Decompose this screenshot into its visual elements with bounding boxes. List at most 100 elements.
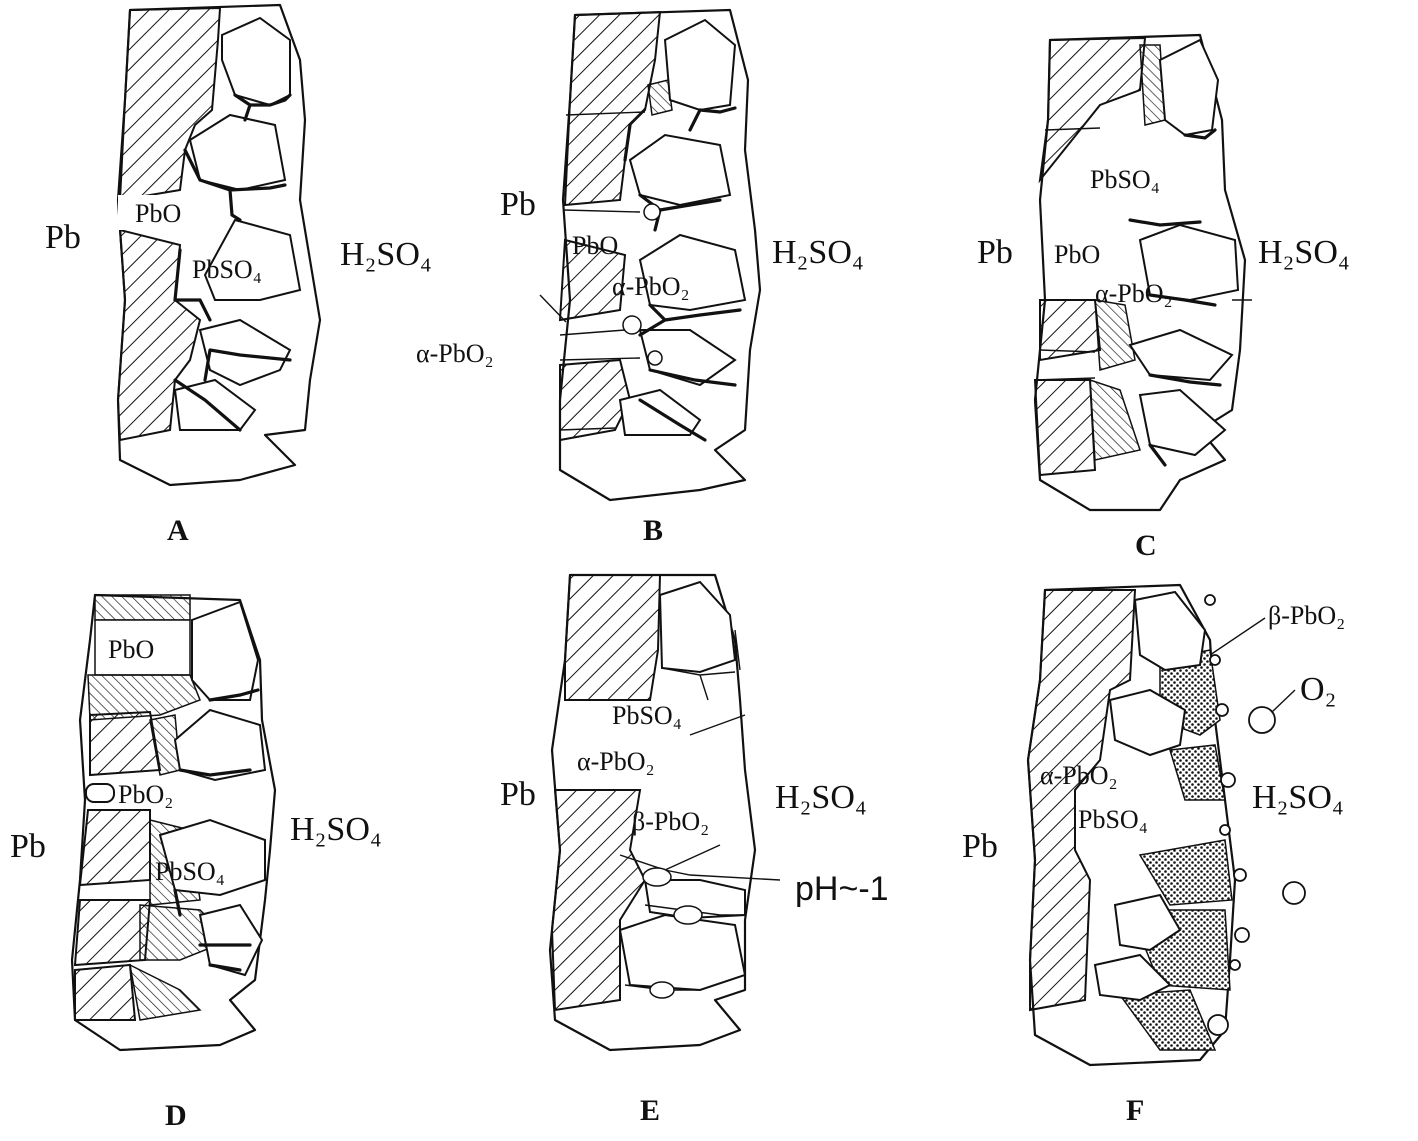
panel-a-grain-boundaries — [173, 93, 292, 432]
panel-e-pore-2 — [618, 913, 747, 992]
panel-f-electrolyte-label: H₂SO₄ — [1252, 779, 1344, 816]
panel-b: Pb H₂SO₄ PbO α-PbO₂ α-PbO₂ B — [416, 8, 864, 547]
panel-f-bubble — [1233, 868, 1247, 882]
panel-e-metal-lower — [550, 789, 647, 1012]
panel-f-label-1: β-PbO₂ — [1268, 601, 1345, 630]
panel-b-node-3 — [647, 350, 663, 366]
panel-b-oxide-patch — [647, 79, 673, 116]
panel-a-electrolyte-label: H₂SO₄ — [340, 236, 432, 273]
panel-a-letter: A — [167, 514, 189, 547]
panel-f-bubble — [1219, 824, 1231, 836]
panel-d-top-oxide — [94, 594, 191, 621]
panel-f-bubble — [1220, 772, 1236, 788]
panel-f-o2-bubble — [1248, 706, 1276, 734]
panel-c-label-3: α-PbO₂ — [1095, 279, 1173, 308]
panel-c-electrolyte-label: H₂SO₄ — [1258, 234, 1350, 271]
panel-a-pore-2 — [188, 113, 287, 192]
panel-f-leader-lines — [1209, 617, 1296, 713]
panel-d-metal-2 — [78, 809, 151, 887]
panel-d-outline — [70, 593, 277, 1052]
panel-b-letter: B — [643, 514, 663, 547]
panel-c-label-1: PbSO₄ — [1090, 165, 1160, 194]
panel-d-grain-boundaries — [173, 688, 260, 972]
panel-d-electrolyte-label: H₂SO₄ — [290, 811, 382, 848]
panel-d-label-1: PbO — [108, 635, 154, 664]
panel-f-label-3: α-PbO₂ — [1040, 761, 1118, 790]
panel-c-label-2: PbO — [1054, 240, 1100, 269]
panel-b-pore-4 — [638, 329, 737, 387]
panel-f-dense-2 — [1169, 744, 1226, 801]
panel-f-metal — [1026, 589, 1137, 1012]
panel-b-electrolyte-label: H₂SO₄ — [772, 234, 864, 271]
panel-e-pore-1 — [658, 580, 737, 674]
panel-d-pbo2-tag — [85, 783, 115, 803]
panel-a-pore-4 — [198, 318, 292, 387]
panel-c-metal-upper — [1038, 36, 1147, 184]
panel-f-letter: F — [1126, 1094, 1144, 1127]
panel-d-letter: D — [165, 1099, 187, 1132]
panel-f-bubble — [1229, 959, 1241, 971]
panel-b-pore-2 — [628, 133, 732, 207]
panel-e-label-3: β-PbO₂ — [632, 807, 709, 836]
panel-b-label-3: α-PbO₂ — [416, 339, 494, 368]
panel-e-node-1 — [642, 867, 672, 887]
panel-c-pore-1 — [1158, 38, 1220, 137]
panel-d-pore-4 — [198, 903, 264, 977]
panel-b-pore-1 — [663, 18, 737, 112]
panel-e: Pb H₂SO₄ PbSO₄ α-PbO₂ β-PbO₂ pH~-1 E — [500, 573, 889, 1127]
panel-d-oxide-6 — [128, 963, 202, 1021]
panel-d: Pb H₂SO₄ PbO PbO₂ PbSO₄ D — [10, 593, 382, 1132]
panel-f-metal-label: Pb — [962, 828, 998, 865]
panel-f-free-bubble — [1282, 881, 1306, 905]
panel-e-node-2 — [673, 905, 703, 925]
panel-f-pore-1 — [1133, 590, 1207, 672]
panel-f-dense-5 — [1118, 989, 1217, 1051]
panel-f-bubbles — [1204, 594, 1306, 1036]
panel-b-label-1: PbO — [572, 231, 618, 260]
panel-d-label-2: PbO₂ — [118, 780, 173, 809]
panel-c-pore-5 — [1138, 388, 1227, 457]
panel-f-bubble — [1234, 927, 1250, 943]
panel-f-bubble — [1204, 594, 1216, 606]
panel-d-metal-4 — [74, 963, 137, 1021]
panel-e-ph-label: pH~-1 — [795, 870, 889, 908]
panel-a-pbo-band — [118, 195, 188, 230]
panel-d-label-3: PbSO₄ — [155, 857, 225, 886]
panel-b-grain-boundaries — [623, 106, 742, 442]
panel-f-bubble — [1207, 1014, 1229, 1036]
panel-d-metal-1 — [89, 710, 162, 777]
panel-d-metal-3 — [73, 899, 152, 967]
panel-a-metal-label: Pb — [45, 219, 81, 256]
panel-b-layer-lines — [539, 111, 646, 431]
panel-f-pore-4 — [1093, 953, 1172, 1002]
panel-e-label-2: α-PbO₂ — [577, 747, 655, 776]
panel-b-metal-label: Pb — [500, 186, 536, 223]
panel-a: Pb H₂SO₄ PbO PbSO₄ A — [45, 3, 432, 547]
panel-c-oxide-3 — [1089, 378, 1141, 461]
panel-b-label-2: α-PbO₂ — [612, 272, 690, 301]
panel-b-metal-lower — [558, 238, 627, 322]
panel-d-oxide-2 — [87, 674, 201, 721]
panel-a-label-2: PbSO₄ — [192, 255, 262, 284]
panel-e-letter: E — [640, 1094, 660, 1127]
panel-e-electrolyte-label: H₂SO₄ — [775, 779, 867, 816]
panel-a-metal — [118, 6, 222, 202]
panel-f-pore-3 — [1113, 893, 1182, 952]
panel-f-label-2: O₂ — [1300, 671, 1336, 708]
panel-c-letter: C — [1135, 529, 1157, 562]
panel-c-pore-4 — [1128, 328, 1234, 382]
panel-f-label-4: PbSO₄ — [1078, 805, 1148, 834]
panel-f-bubble — [1209, 654, 1221, 666]
panel-c-metal-label: Pb — [977, 234, 1013, 271]
panel-d-pbo-band — [94, 619, 191, 676]
panel-a-pore-1 — [221, 16, 291, 107]
panel-c: Pb H₂SO₄ PbSO₄ PbO α-PbO₂ C — [977, 33, 1350, 562]
panel-e-label-1: PbSO₄ — [612, 701, 682, 730]
panel-d-metal-label: Pb — [10, 828, 46, 865]
panel-c-oxide-2 — [1094, 299, 1136, 371]
panel-c-grain-boundaries — [1128, 128, 1222, 467]
panel-a-label-1: PbO — [135, 199, 181, 228]
panel-e-metal-label: Pb — [500, 776, 536, 813]
panel-c-outline — [1033, 33, 1247, 512]
